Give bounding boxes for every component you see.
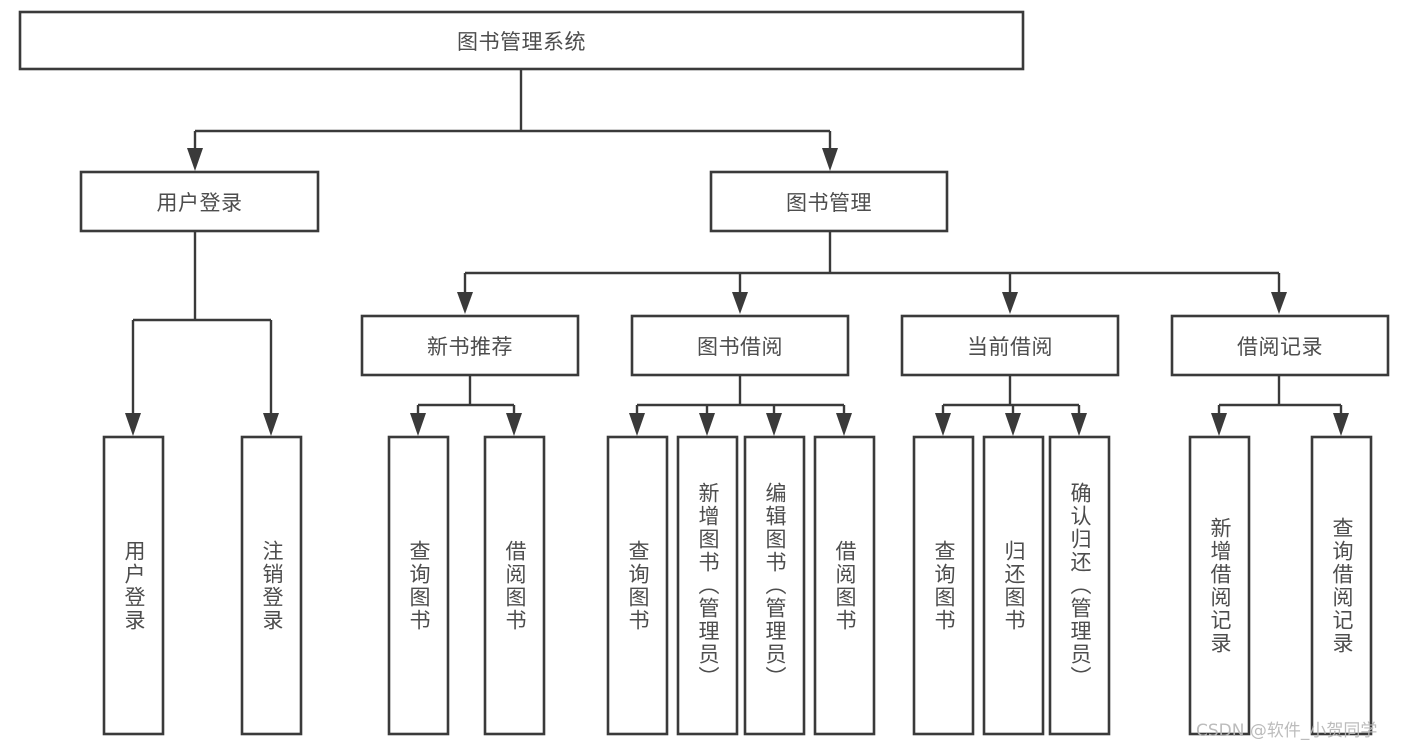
node-box-leaf-add-record[interactable]: [1188, 435, 1251, 736]
node-box-leaf-user-login[interactable]: [102, 435, 165, 736]
node-box-new-book-recommend[interactable]: [360, 314, 580, 377]
node-box-user-login[interactable]: [79, 170, 320, 233]
arrowhead-leaf-confirm-return: [1071, 413, 1087, 436]
csdn-watermark: CSDN @软件_小贺同学: [1196, 721, 1378, 741]
node-box-leaf-query-book-2[interactable]: [606, 435, 669, 736]
connector-group: [125, 69, 1349, 436]
arrowhead-user-login: [187, 148, 203, 171]
arrowhead-leaf-query-book-1: [410, 413, 426, 436]
node-box-root[interactable]: [18, 10, 1025, 71]
node-box-book-borrow[interactable]: [630, 314, 850, 377]
arrowhead-leaf-logout-login: [263, 413, 279, 436]
node-box-leaf-return-book[interactable]: [982, 435, 1045, 736]
arrowhead-leaf-return-book: [1005, 413, 1021, 436]
node-box-book-manage[interactable]: [709, 170, 949, 233]
node-box-group: [18, 10, 1390, 736]
arrowhead-borrow-record: [1271, 292, 1287, 314]
node-box-leaf-query-record[interactable]: [1310, 435, 1373, 736]
node-box-leaf-add-book[interactable]: [676, 435, 739, 736]
arrowhead-leaf-user-login: [125, 413, 141, 436]
node-box-leaf-logout-login[interactable]: [240, 435, 303, 736]
arrowhead-leaf-borrow-book-2: [836, 413, 852, 436]
node-box-leaf-edit-book[interactable]: [743, 435, 806, 736]
arrowhead-leaf-query-book-2: [629, 413, 645, 436]
arrowhead-leaf-edit-book: [766, 413, 782, 436]
node-box-leaf-query-book-3[interactable]: [912, 435, 975, 736]
arrowhead-new-book-recommend: [457, 292, 473, 314]
arrowhead-current-borrow: [1002, 292, 1018, 314]
node-box-leaf-query-book-1[interactable]: [387, 435, 450, 736]
arrowhead-leaf-borrow-book-1: [506, 413, 522, 436]
node-box-current-borrow[interactable]: [900, 314, 1120, 377]
arrowhead-book-borrow: [732, 292, 748, 314]
arrowhead-leaf-add-book: [699, 413, 715, 436]
arrowhead-leaf-add-record: [1211, 413, 1227, 436]
arrowhead-leaf-query-book-3: [935, 413, 951, 436]
node-box-leaf-borrow-book-2[interactable]: [813, 435, 876, 736]
node-box-borrow-record[interactable]: [1170, 314, 1390, 377]
node-box-leaf-borrow-book-1[interactable]: [483, 435, 546, 736]
arrowhead-book-manage: [822, 148, 838, 171]
node-box-leaf-confirm-return[interactable]: [1048, 435, 1111, 736]
arrowhead-leaf-query-record: [1333, 413, 1349, 436]
